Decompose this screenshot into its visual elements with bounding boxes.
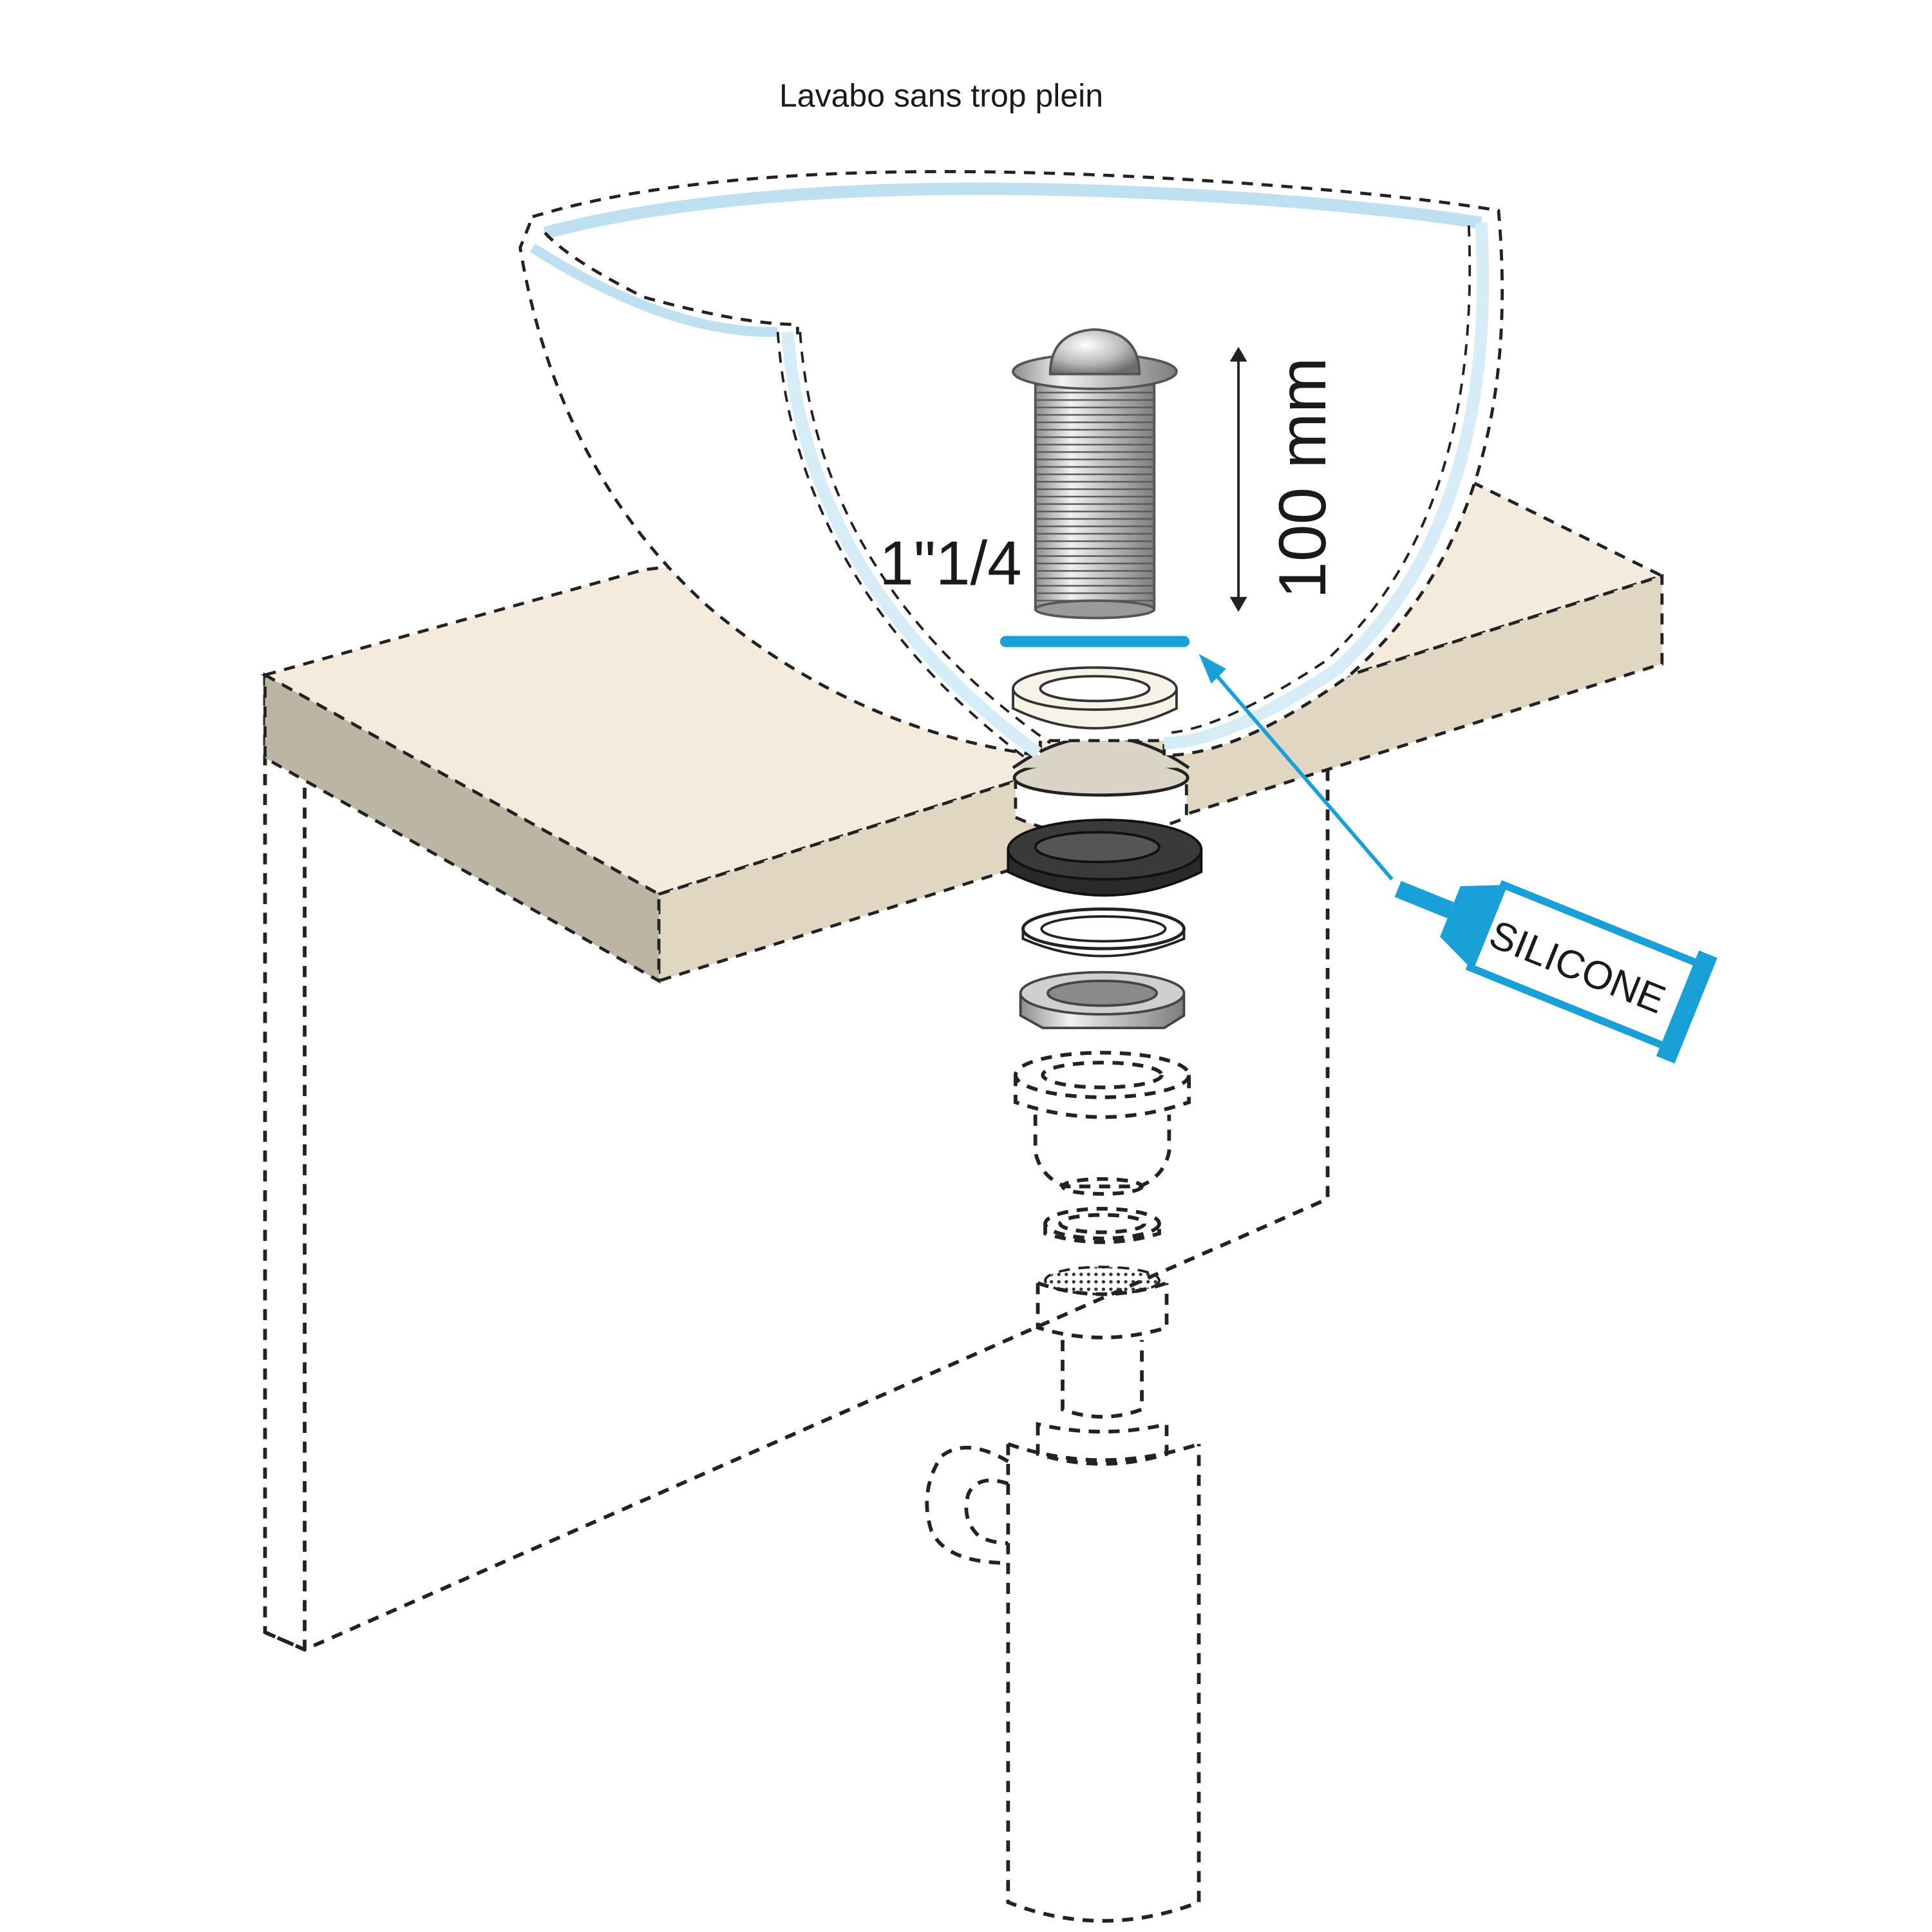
silicone-arrow-head xyxy=(1198,654,1226,684)
flat-washer xyxy=(1021,907,1186,958)
drain-dome xyxy=(1048,328,1141,375)
cream-washer xyxy=(1012,666,1178,730)
length-label: 100 mm xyxy=(1265,357,1340,599)
bottle-trap xyxy=(925,1340,1201,1923)
black-gasket xyxy=(1007,819,1203,897)
basin-rim xyxy=(543,182,1482,239)
length-dimension: 100 mm xyxy=(1229,346,1340,612)
trap-ring-washer xyxy=(1043,1207,1161,1244)
countertop-side-face xyxy=(263,672,661,984)
thread-size-label: 1"1/4 xyxy=(879,529,1021,598)
trap-nut xyxy=(1036,1265,1169,1340)
silicone-arrow-line xyxy=(1207,665,1394,881)
trap-connector xyxy=(1014,1050,1191,1196)
basin xyxy=(518,170,1504,759)
drain-plug xyxy=(1012,328,1178,620)
silicone-nozzle xyxy=(1394,880,1454,918)
basin-body xyxy=(518,170,1504,757)
countertop-drain-hole xyxy=(1012,735,1190,838)
diagram-title: Lavabo sans trop plein xyxy=(779,77,1103,113)
cabinet-outline xyxy=(263,675,1330,1652)
lock-nut xyxy=(1019,971,1186,1030)
